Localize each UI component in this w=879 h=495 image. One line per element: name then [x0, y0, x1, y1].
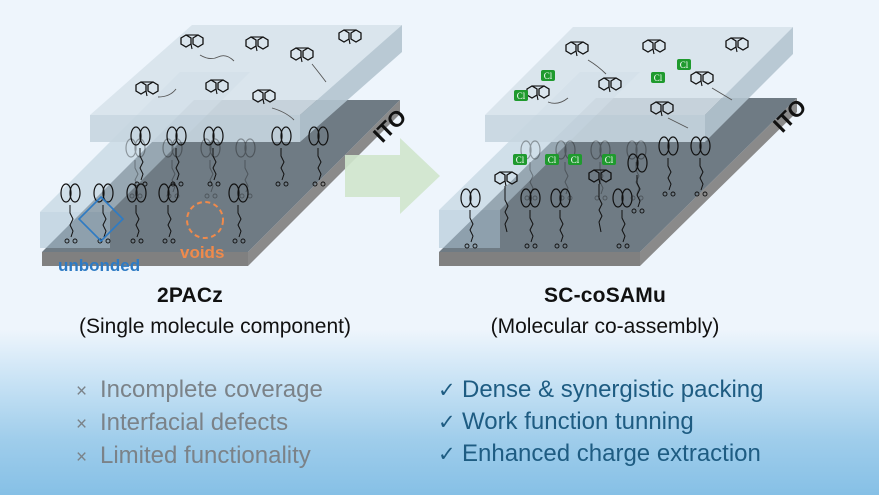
cross-icon: ×	[76, 381, 88, 402]
svg-text:Cl: Cl	[517, 91, 526, 101]
advantages-list: ✓ Dense & synergistic packing ✓ Work fun…	[438, 374, 763, 470]
right-front-molecules	[460, 169, 633, 249]
voids-label: voids	[180, 243, 225, 262]
unbonded-label: unbonded	[58, 256, 141, 275]
unbonded-marker	[77, 195, 125, 243]
cl-badge: Cl	[568, 154, 582, 165]
right-substrate-side	[439, 252, 640, 266]
transition-arrow	[345, 138, 440, 214]
advantage-item: ✓ Dense & synergistic packing	[438, 374, 763, 406]
cl-badge: Cl	[651, 72, 665, 83]
right-subtitle: (Molecular co-assembly)	[490, 315, 720, 338]
voids-marker	[186, 201, 224, 239]
left-device	[40, 25, 402, 266]
check-icon: ✓	[438, 443, 456, 466]
right-substrate-edge	[640, 98, 797, 266]
cl-badge: Cl	[545, 154, 559, 165]
limitation-item: × Interfacial defects	[76, 407, 323, 440]
advantage-text: Work function tunning	[462, 408, 694, 435]
right-upper-slab	[485, 27, 793, 115]
advantage-text: Enhanced charge extraction	[462, 440, 761, 467]
cross-icon: ×	[76, 414, 88, 435]
cross-icon: ×	[76, 447, 88, 468]
cl-badge: Cl	[541, 70, 555, 81]
advantage-text: Dense & synergistic packing	[462, 376, 764, 403]
svg-text:Cl: Cl	[680, 60, 689, 70]
limitation-text: Incomplete coverage	[100, 376, 323, 403]
advantage-item: ✓ Work function tunning	[438, 406, 763, 438]
limitation-item: × Incomplete coverage	[76, 374, 323, 407]
svg-text:Cl: Cl	[571, 155, 580, 165]
cl-badge: Cl	[677, 59, 691, 70]
svg-text:Cl: Cl	[544, 71, 553, 81]
left-title: 2PACz	[157, 284, 223, 307]
left-substrate-top	[42, 100, 400, 252]
left-substrate-edge	[248, 100, 400, 266]
right-title: SC-coSAMu	[544, 284, 666, 307]
limitations-list: × Incomplete coverage × Interfacial defe…	[76, 374, 323, 473]
left-subtitle: (Single molecule component)	[79, 315, 351, 338]
svg-text:Cl: Cl	[548, 155, 557, 165]
left-top-molecules	[135, 29, 362, 121]
cl-badge: Cl	[514, 90, 528, 101]
svg-text:Cl: Cl	[516, 155, 525, 165]
limitation-text: Limited functionality	[100, 442, 311, 469]
cl-badge: Cl	[513, 154, 527, 165]
cl-badge: Cl	[602, 154, 616, 165]
svg-text:Cl: Cl	[654, 73, 663, 83]
check-icon: ✓	[438, 379, 456, 402]
left-upper-slab	[90, 25, 402, 115]
svg-text:Cl: Cl	[605, 155, 614, 165]
left-substrate-side	[42, 252, 248, 266]
right-top-molecules	[526, 37, 749, 129]
limitation-text: Interfacial defects	[100, 409, 289, 436]
limitation-item: × Limited functionality	[76, 440, 323, 473]
advantage-item: ✓ Enhanced charge extraction	[438, 438, 763, 470]
check-icon: ✓	[438, 411, 456, 434]
